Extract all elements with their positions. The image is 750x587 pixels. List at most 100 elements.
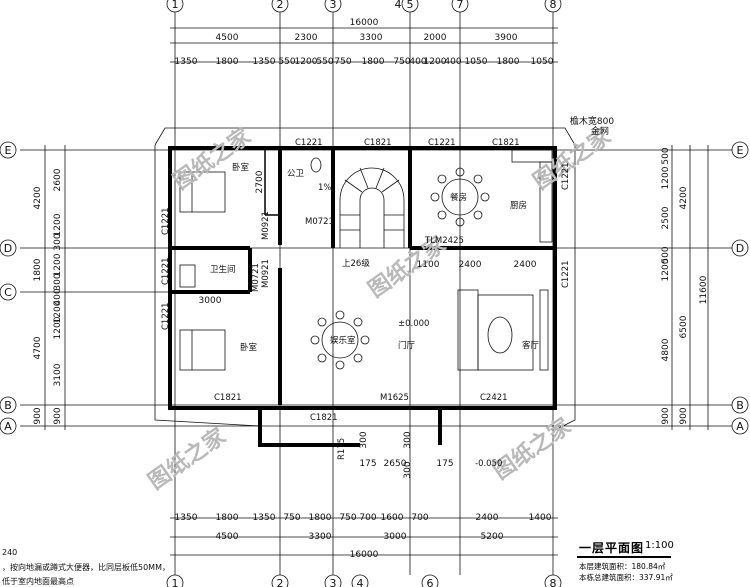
dim-stair: 300 xyxy=(403,461,413,478)
dim-top2: 1800 xyxy=(216,57,239,67)
dim-top: 2000 xyxy=(424,33,447,43)
window-label: C1221 xyxy=(161,302,171,330)
axis-label-top: 3 xyxy=(330,0,337,11)
dim-right-inner: 1200 xyxy=(661,166,671,189)
axis-label-bottom: 3 xyxy=(330,577,337,587)
dim-right-outer: 900 xyxy=(679,407,689,424)
dim-bottom: 2400 xyxy=(476,513,499,523)
dim-right-total: 11600 xyxy=(699,275,709,304)
dim-bottom: 1350 xyxy=(253,513,276,523)
dim-bottom: 1400 xyxy=(529,513,552,523)
room-public-wc: 公卫 xyxy=(287,169,305,179)
dim-right-outer: 4200 xyxy=(679,186,689,209)
floor-area: 本层建筑面积：180.84㎡ xyxy=(579,562,666,571)
dim-left: 4700 xyxy=(33,336,43,359)
axis-label-right: A xyxy=(736,420,744,433)
axis-label-right: E xyxy=(737,144,744,157)
floor-level: ±0.000 xyxy=(398,319,429,329)
dim-right-inner: 900 xyxy=(661,407,671,424)
outdoor-level: -0.050 xyxy=(475,459,502,469)
axis-label-left: E xyxy=(5,144,12,157)
axis-label-right: D xyxy=(736,242,744,255)
dim-bottom2: 3000 xyxy=(384,532,407,542)
watermark-text: 图纸之家 xyxy=(489,413,577,485)
dim-top: 3300 xyxy=(360,33,383,43)
eave-note-2: 金网 xyxy=(591,125,609,137)
dim-right-inner: 1200 xyxy=(661,258,671,281)
room-bedroom-1: 卧室 xyxy=(232,162,250,173)
room-dining: 餐房 xyxy=(450,192,467,203)
dim-stair: 300 xyxy=(359,431,369,448)
watermark-text: 图纸之家 xyxy=(144,423,232,495)
note-line-2: 低于室内地面最高点 xyxy=(2,577,74,586)
dim-stair: 175 xyxy=(359,459,376,469)
dim-top2: 1800 xyxy=(362,57,385,67)
dim-bottom: 1800 xyxy=(309,513,332,523)
axis-label-top: 4 xyxy=(395,0,402,11)
dim-interior: 1100 xyxy=(417,260,440,270)
drawing-scale: 1:100 xyxy=(645,540,674,551)
window-label: C1221 xyxy=(428,138,456,148)
dim-left-inner: 1200 xyxy=(53,300,63,323)
dim-left: 1800 xyxy=(33,258,43,281)
door-label: TLM2425 xyxy=(424,236,464,246)
dim-top2: 400 xyxy=(444,57,461,67)
dim-left-inner: 2600 xyxy=(53,168,63,191)
total-area: 本栋总建筑面积：337.91㎡ xyxy=(579,573,673,582)
dim-right-inner: 500 xyxy=(661,246,671,263)
axis-label-bottom: 2 xyxy=(277,577,284,587)
dim-top2: 750 xyxy=(393,57,410,67)
axis-label-left: C xyxy=(4,286,12,299)
window-label: C1821 xyxy=(492,138,520,148)
dim-bottom2: 4500 xyxy=(216,532,239,542)
dim-right-inner: 500 xyxy=(661,147,671,164)
stair-riser-label: R175 xyxy=(337,438,347,460)
dim-bottom2: 3300 xyxy=(309,532,332,542)
window-label: C1221 xyxy=(561,260,571,288)
dim-top2: 550 xyxy=(278,57,295,67)
window-label: C1221 xyxy=(561,162,571,190)
room-bedroom-2: 卧室 xyxy=(240,342,258,353)
dim-top2: 1350 xyxy=(175,57,198,67)
dim-left-inner: 300 xyxy=(53,233,63,250)
title-block: 一层平面图 1:100 本层建筑面积：180.84㎡ 本栋总建筑面积：337.9… xyxy=(573,537,748,585)
title-underline xyxy=(577,556,671,558)
window-label: C1821 xyxy=(310,413,338,423)
dim-right-inner: 4800 xyxy=(661,338,671,361)
axis-label-left: A xyxy=(4,420,12,433)
door-label: M0721 xyxy=(251,263,261,292)
door-label: M1625 xyxy=(380,393,409,403)
dim-top: 4500 xyxy=(216,33,239,43)
dim-top: 2300 xyxy=(295,33,318,43)
dim-stair: 175 xyxy=(436,459,453,469)
axis-label-bottom: 4 xyxy=(357,577,364,587)
dim-left: 4200 xyxy=(33,186,43,209)
dim-left-inner: 1200 xyxy=(53,253,63,276)
axis-label-bottom: 8 xyxy=(550,577,557,587)
dim-bottom: 1600 xyxy=(381,513,404,523)
room-entertainment: 娱乐室 xyxy=(330,335,356,346)
dim-top2: 1200 xyxy=(424,57,447,67)
dim-interior: 2400 xyxy=(459,260,482,270)
axis-label-left: B xyxy=(4,399,12,412)
dim-top2: 1050 xyxy=(531,57,554,67)
dim-left-inner: 300 xyxy=(53,273,63,290)
axis-label-top: 1 xyxy=(172,0,179,11)
dim-bottom-total: 16000 xyxy=(350,550,379,560)
dim-top2: 1200 xyxy=(295,57,318,67)
dim-left: 900 xyxy=(33,407,43,424)
axis-label-top: 2 xyxy=(277,0,284,11)
watermark-text: 图纸之家 xyxy=(169,123,257,195)
axis-label-top: 8 xyxy=(550,0,557,11)
dim-top2: 1350 xyxy=(253,57,276,67)
dim-interior: 2700 xyxy=(255,170,265,193)
dim-bottom: 700 xyxy=(411,513,428,523)
axis-label-bottom: 6 xyxy=(427,577,434,587)
dim-bottom: 1350 xyxy=(175,513,198,523)
dim-stair: 2650 xyxy=(384,459,407,469)
dim-bottom: 700 xyxy=(359,513,376,523)
dim-left-inner: 3100 xyxy=(53,363,63,386)
window-label: C1221 xyxy=(161,207,171,235)
dim-left-inner: 900 xyxy=(53,407,63,424)
